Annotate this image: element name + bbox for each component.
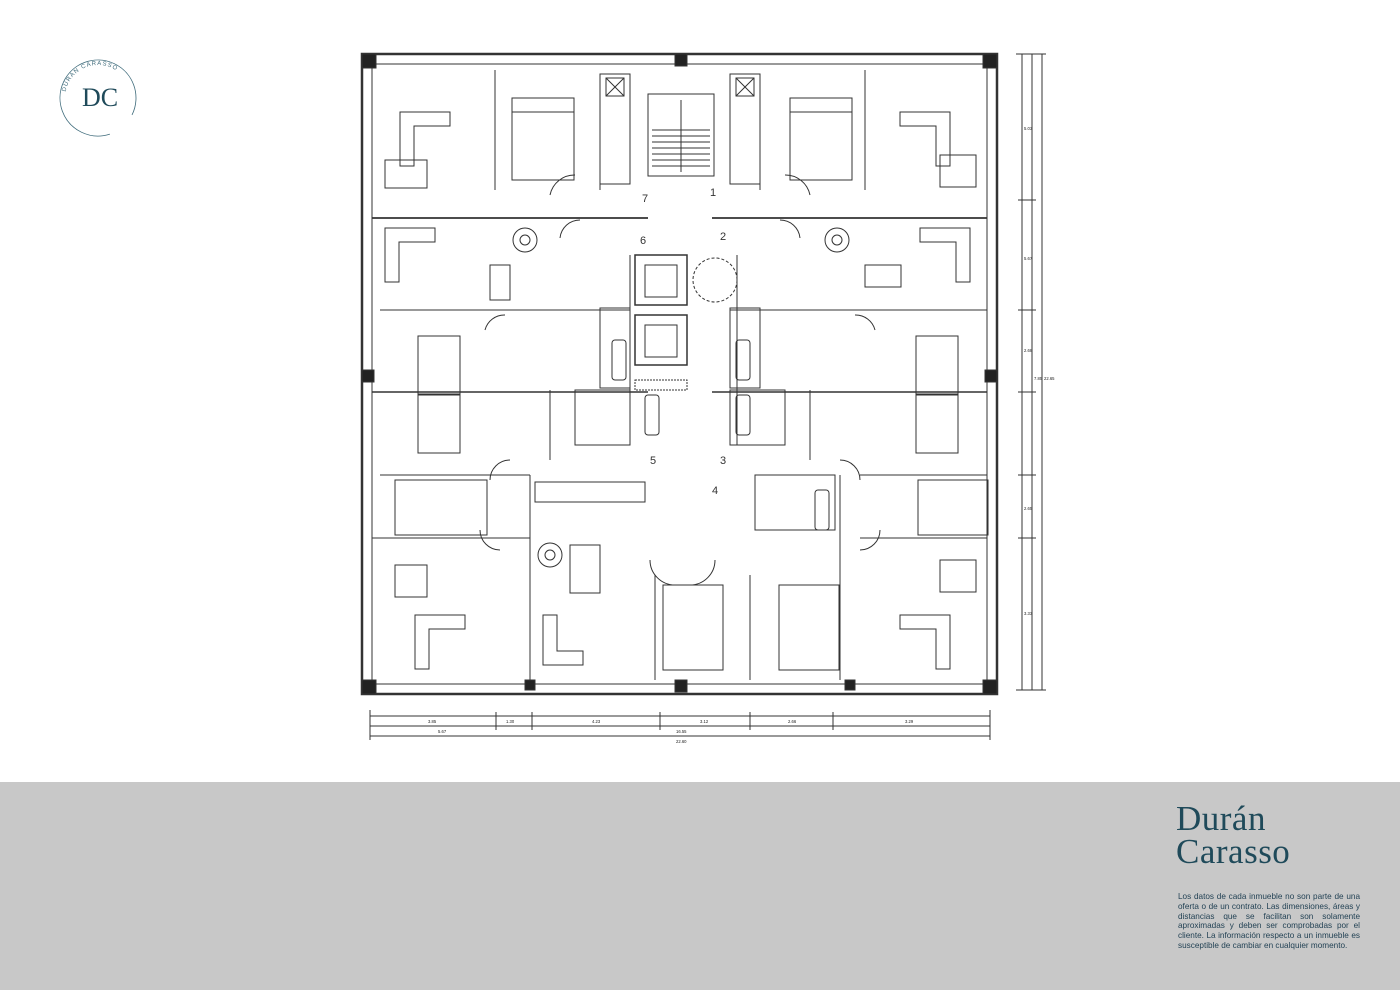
brand-wordmark-line2: Carasso [1176,832,1291,871]
unit-number-3: 3 [720,455,726,467]
dim-right-5: 2.65 [1024,506,1033,511]
unit-number-5: 5 [650,455,656,467]
dim-bottom-4: 3.12 [700,719,709,724]
dim-right-7: 22.65 [1044,376,1055,381]
dim-right-3: 2.68 [1024,348,1033,353]
brand-seal-logo: DURÁN CARASSO DC [59,59,137,137]
brand-wordmark-line1: Durán [1176,799,1266,838]
dim-right-1: 5.03 [1024,126,1033,131]
unit-number-6: 6 [640,235,646,247]
dim-right-4: 7.85 [1034,376,1043,381]
dim-bottom-8: 16.55 [676,729,687,734]
dim-bottom-6: 3.29 [905,719,914,724]
brand-wordmark: Durán Carasso [1176,799,1291,871]
floor-plan-drawing: 7 1 6 2 5 3 4 3.85 1.30 4.23 3.12 2.66 3… [360,52,1055,744]
footer-band [0,782,1400,990]
dim-bottom-1: 3.85 [428,719,437,724]
unit-number-1: 1 [710,187,716,199]
unit-number-4: 4 [712,485,718,497]
dim-right-6: 3.33 [1024,611,1033,616]
unit-number-2: 2 [720,231,726,243]
disclaimer-text: Los datos de cada inmueble no son parte … [1178,892,1360,950]
dim-bottom-9: 22.60 [676,739,687,744]
dim-bottom-2: 1.30 [506,719,515,724]
dim-bottom-7: 5.67 [438,729,447,734]
seal-monogram: DC [82,83,118,112]
unit-number-7: 7 [642,193,648,205]
dim-bottom-5: 2.66 [788,719,797,724]
dim-right-2: 5.67 [1024,256,1033,261]
dim-bottom-3: 4.23 [592,719,601,724]
